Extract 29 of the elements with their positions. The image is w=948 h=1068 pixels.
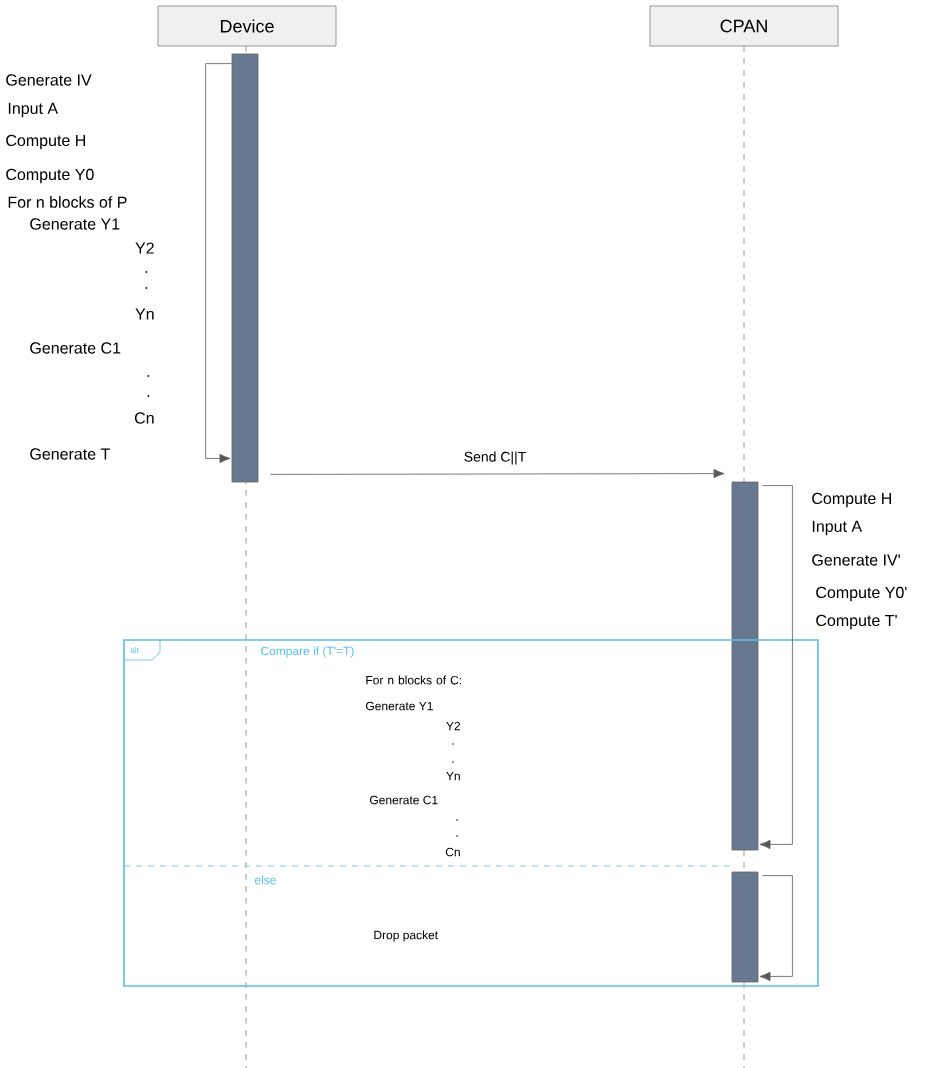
step-label: Cn (134, 412, 154, 424)
step-label: Compute Y0 (6, 168, 94, 184)
step-label: Input A (812, 520, 863, 536)
step-label: Compute H (812, 492, 891, 508)
step-label: For n blocks of P (8, 196, 127, 208)
step-label: Compute H (6, 134, 85, 150)
message-arrow (270, 468, 725, 479)
step-label: Generate C1 (30, 342, 121, 354)
step-label: Compute T' (816, 614, 897, 630)
step-label: Y2 (135, 242, 154, 254)
step-label: Generate Y1 (30, 218, 120, 230)
self-message-arrow (219, 453, 231, 464)
activation-bar (731, 871, 759, 983)
step-label: Generate IV (6, 74, 92, 86)
step-label: Input A (8, 102, 59, 118)
lifeline-head: CPAN (649, 5, 839, 47)
step-label: . (145, 271, 148, 273)
activation-bar (231, 53, 259, 483)
step-label: . (145, 287, 148, 289)
step-label: Generate T (30, 448, 110, 460)
step-label: Compute Y0' (816, 586, 907, 602)
step-label: Generate IV' (812, 554, 900, 566)
step-label: . (147, 395, 150, 397)
lifeline-head: Device (157, 5, 337, 47)
step-label: . (147, 375, 150, 377)
activation-bar (731, 481, 759, 851)
self-message-arrow (759, 875, 793, 982)
step-label: Yn (135, 308, 154, 320)
self-message-arrow (759, 485, 793, 850)
